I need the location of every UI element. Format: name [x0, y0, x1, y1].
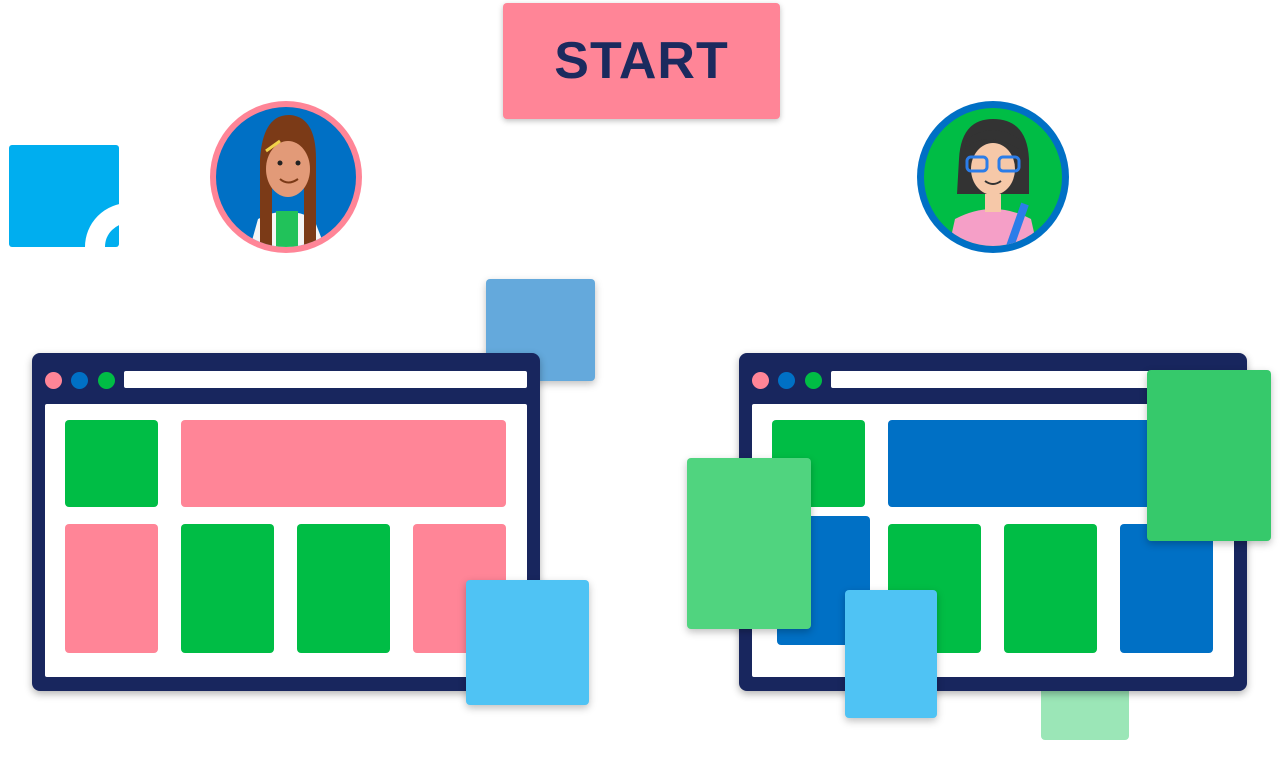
ring-icon — [9, 145, 119, 247]
close-dot-icon — [752, 372, 769, 389]
address-bar — [124, 371, 527, 388]
content-block — [1004, 524, 1097, 653]
content-block — [297, 524, 390, 653]
avatar — [208, 99, 364, 255]
minimize-dot-icon — [778, 372, 795, 389]
woman-long-hair-avatar-icon — [210, 101, 362, 253]
browser-window-left — [32, 353, 540, 691]
content-block — [65, 420, 158, 507]
minimize-dot-icon — [71, 372, 88, 389]
woman-glasses-avatar-icon — [917, 101, 1069, 253]
content-block — [181, 524, 274, 653]
floating-card — [1147, 370, 1271, 541]
floating-card — [466, 580, 589, 705]
content-banner — [181, 420, 506, 507]
floating-card — [845, 590, 937, 718]
maximize-dot-icon — [98, 372, 115, 389]
content-block — [1120, 524, 1213, 653]
browser-content — [45, 404, 527, 677]
address-bar — [831, 371, 1234, 388]
content-block — [65, 524, 158, 653]
avatar — [915, 99, 1071, 255]
maximize-dot-icon — [805, 372, 822, 389]
floating-card — [687, 458, 811, 629]
close-dot-icon — [45, 372, 62, 389]
start-button[interactable]: START — [503, 3, 780, 119]
decorative-square-ring — [9, 145, 119, 247]
